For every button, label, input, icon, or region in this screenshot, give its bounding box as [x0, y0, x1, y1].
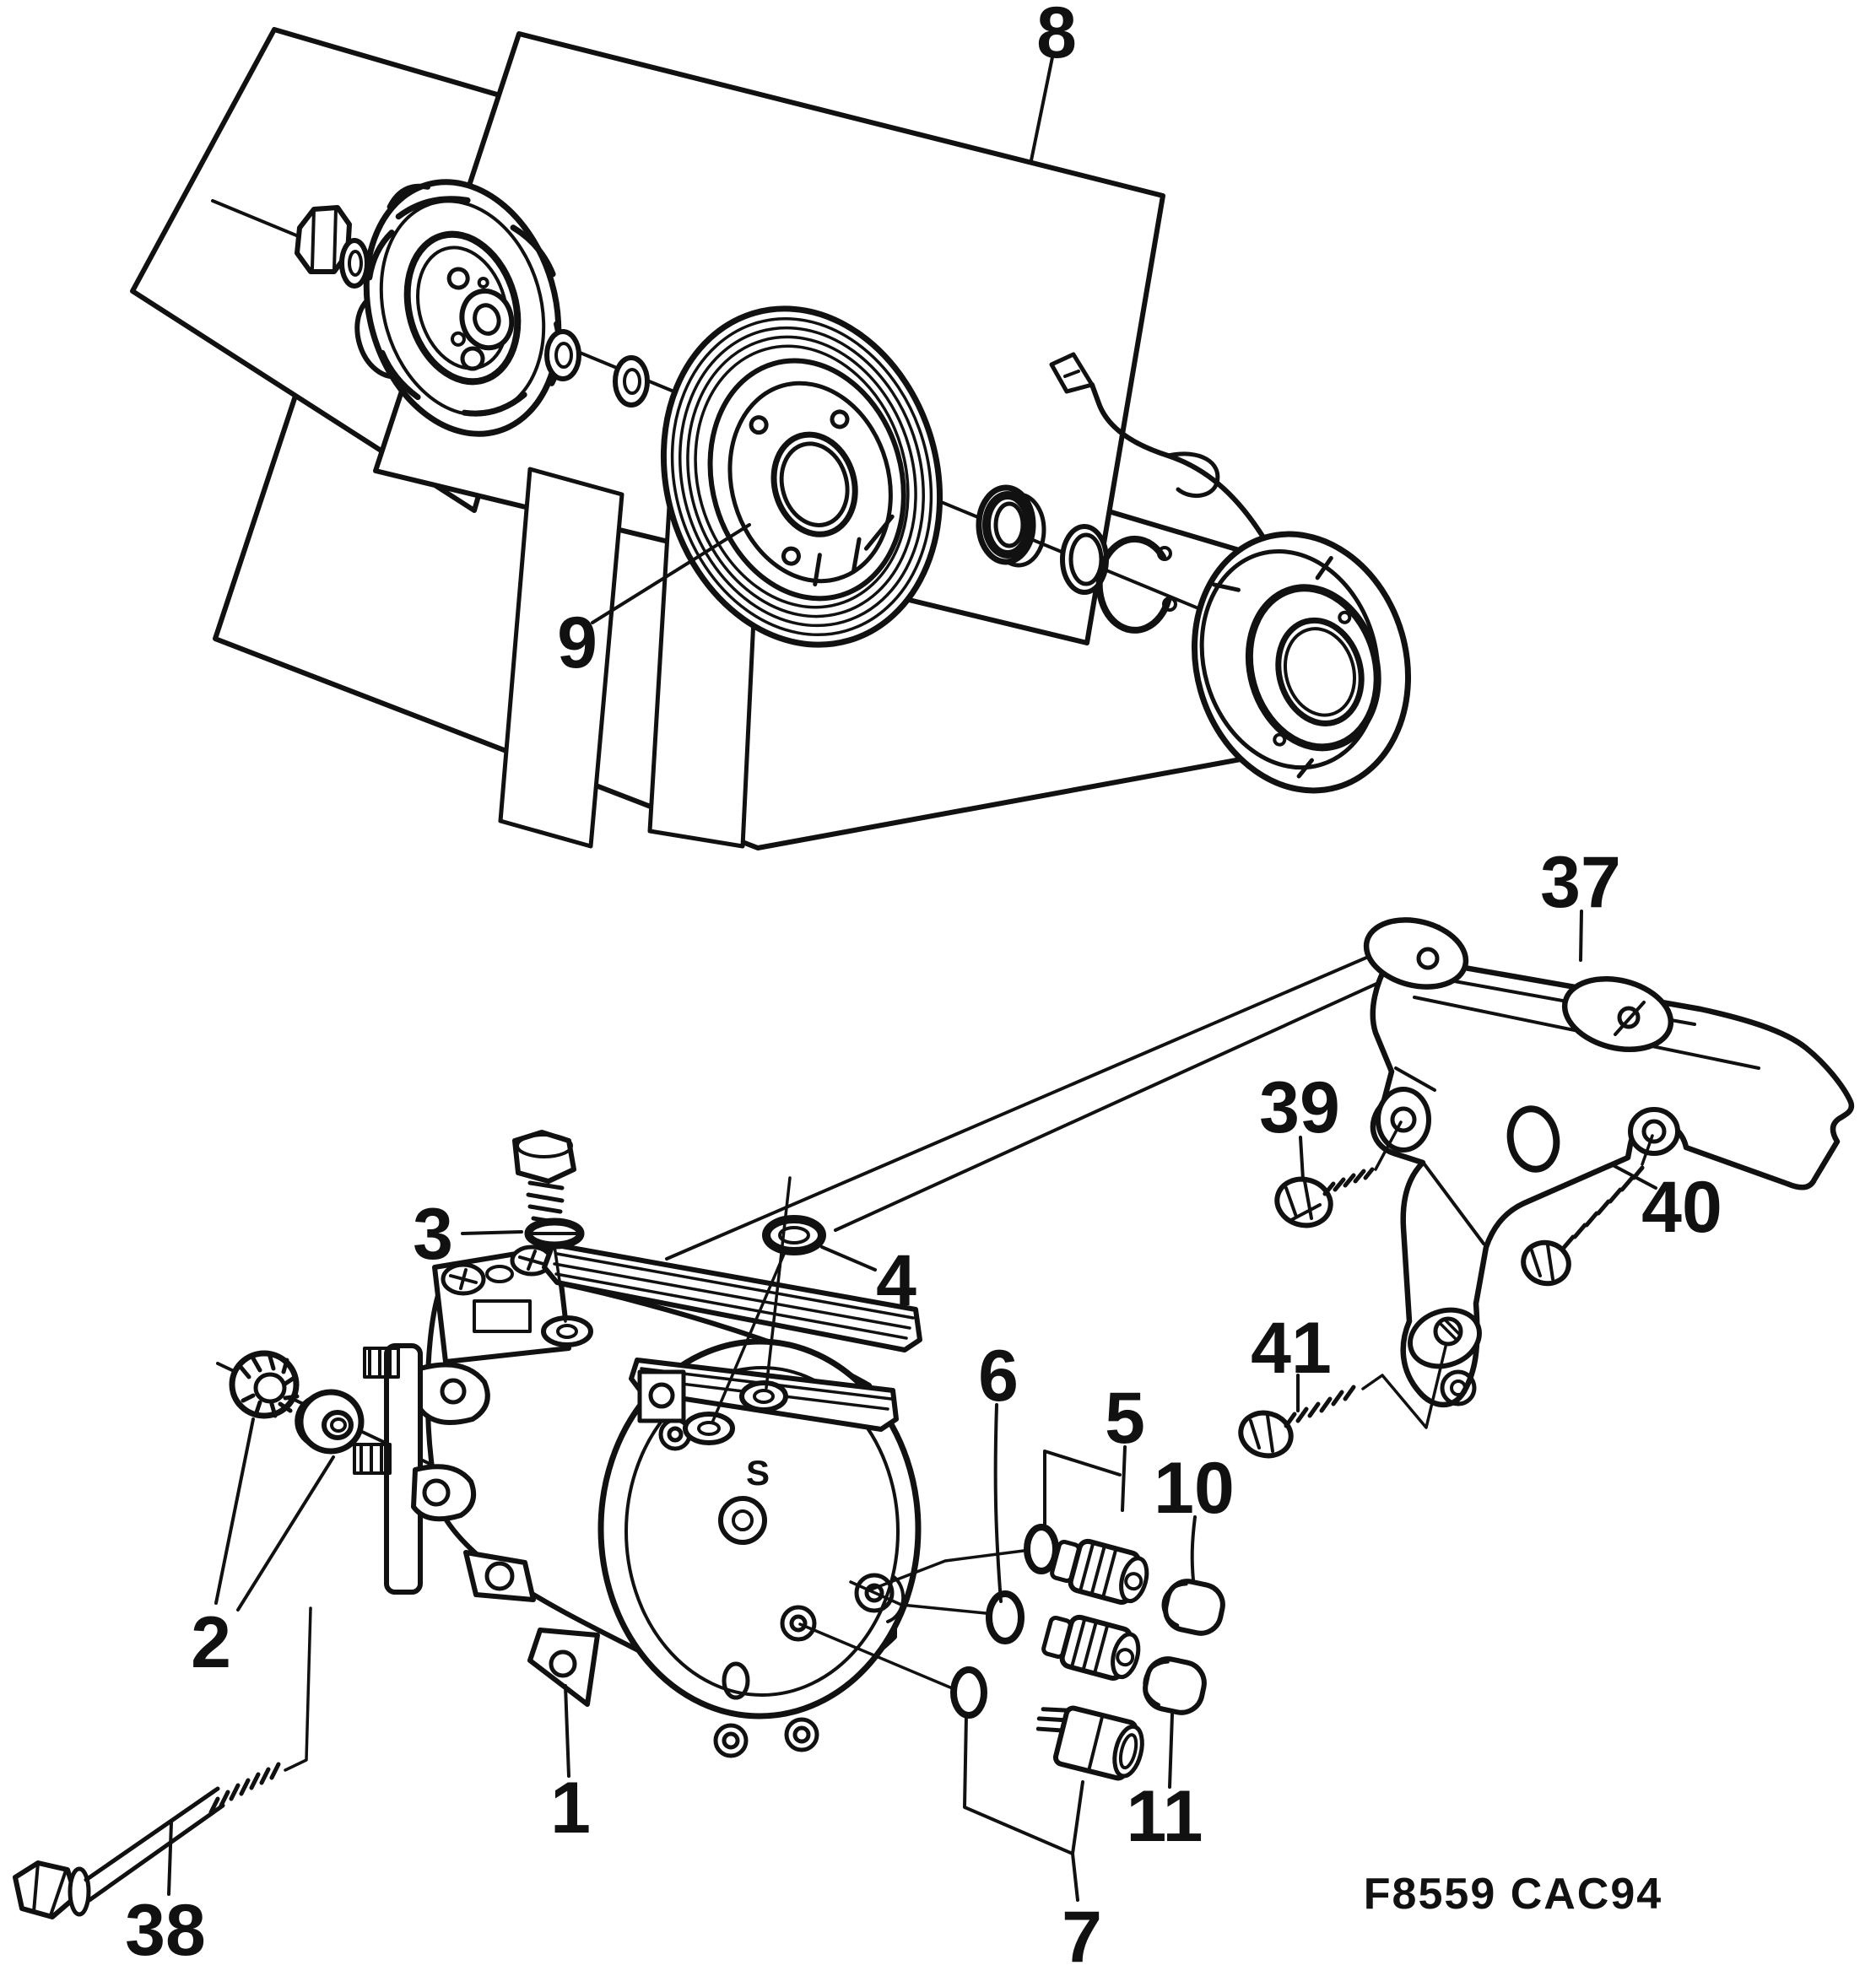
bolt-38: [13, 1606, 312, 1919]
leader-5: [1043, 1445, 1127, 1527]
pulley: [660, 305, 943, 648]
leader-lines: [167, 56, 1657, 1902]
leader-11: [1168, 1713, 1174, 1789]
service-valve-5: [1050, 1538, 1149, 1605]
thrust-washer-2: [613, 355, 650, 408]
port-boss-front-1: [683, 1412, 735, 1445]
o-ring-4: [762, 1215, 826, 1255]
bracket-center-hole: [1506, 1105, 1560, 1173]
leader-3: [461, 1230, 523, 1235]
callout-1: 1: [550, 1768, 591, 1849]
leader-4: [820, 1245, 877, 1271]
callout-38: 38: [125, 1890, 206, 1971]
bearing: [976, 484, 1046, 568]
callout-6: 6: [978, 1336, 1019, 1417]
callout-5: 5: [1105, 1378, 1145, 1459]
bracket-plate: [1370, 952, 1855, 1408]
callout-3: 3: [413, 1194, 453, 1275]
mount-lug-bottom: [463, 1550, 536, 1602]
o-ring-6b: [986, 1590, 1025, 1644]
compressor: [353, 1242, 922, 1758]
protection-cap-11: [1143, 1656, 1207, 1715]
callout-2: 2: [191, 1602, 231, 1683]
coil-wire-loop: [1165, 451, 1220, 499]
thrust-washer-1: [544, 329, 581, 381]
leader-39: [1299, 1136, 1305, 1181]
oil-plug-bolt: [512, 1130, 576, 1225]
callout-37: 37: [1540, 842, 1621, 923]
mount-ear-1: [418, 1362, 490, 1425]
port-boss-rear: [541, 1315, 593, 1347]
bolt-40: [1521, 1134, 1654, 1287]
bracket-boss-40: [1628, 1107, 1680, 1156]
snap-ring-2: [1095, 535, 1177, 634]
callout-11: 11: [1127, 1776, 1203, 1857]
leader-38: [167, 1821, 173, 1896]
mount-ear-2: [411, 1464, 476, 1522]
seal-washer-3: [524, 1217, 585, 1250]
relief-valve-7: [1035, 1705, 1144, 1781]
clutch-plate: [354, 179, 563, 437]
leader-10: [1190, 1515, 1197, 1582]
bracket-ear-left: [1363, 917, 1469, 990]
kit-panel-strip-1: [498, 467, 624, 849]
o-ring-7: [950, 1666, 987, 1719]
o-ring-6a: [1024, 1524, 1059, 1574]
leader-9: [591, 523, 751, 624]
callout-39: 39: [1259, 1067, 1340, 1148]
callout-7: 7: [1062, 1897, 1102, 1976]
callout-8: 8: [1036, 0, 1077, 73]
callout-41: 41: [1251, 1308, 1332, 1389]
compressor-stud-2: [353, 1443, 392, 1475]
bracket-boss-39: [1376, 1087, 1431, 1153]
service-valve-lower: [1041, 1614, 1141, 1681]
bracket-boss-41: [1408, 1307, 1482, 1369]
bolt-39: [1274, 1120, 1403, 1228]
bushing-knurled: [229, 1350, 300, 1419]
callout-10: 10: [1154, 1448, 1235, 1529]
field-coil: [1049, 352, 1412, 794]
spacer-o-ring: [1060, 524, 1109, 595]
shaft-nut: [295, 205, 370, 289]
bolt-41: [1238, 1345, 1447, 1459]
alignment-line-b: [665, 925, 1441, 1261]
compressor-face-letter: S: [746, 1453, 770, 1493]
bushing-plain: [295, 1389, 365, 1455]
callout-40: 40: [1641, 1167, 1722, 1248]
o-ring-port-lines: [553, 1176, 792, 1424]
face-lug: [527, 1628, 600, 1707]
port-boss-front-2: [739, 1380, 788, 1412]
mounting-bracket-37: [1363, 917, 1855, 1408]
face-center-boss: [718, 1496, 767, 1545]
alignment-line-a: [834, 960, 1426, 1232]
leader-40: [1613, 1164, 1657, 1190]
leader-7: [963, 1713, 1084, 1902]
leader-1: [564, 1684, 570, 1778]
protection-cap-10: [1161, 1579, 1225, 1636]
leader-8: [1030, 56, 1054, 162]
compressor-stud-1: [363, 1347, 400, 1379]
bracket-ear-right: [1561, 975, 1674, 1053]
leader-6: [993, 1403, 1003, 1603]
callout-4: 4: [876, 1240, 916, 1321]
callout-9: 9: [557, 602, 597, 683]
figure-code: F8559 CAC94: [1364, 1870, 1662, 1919]
leader-2: [214, 1417, 335, 1612]
